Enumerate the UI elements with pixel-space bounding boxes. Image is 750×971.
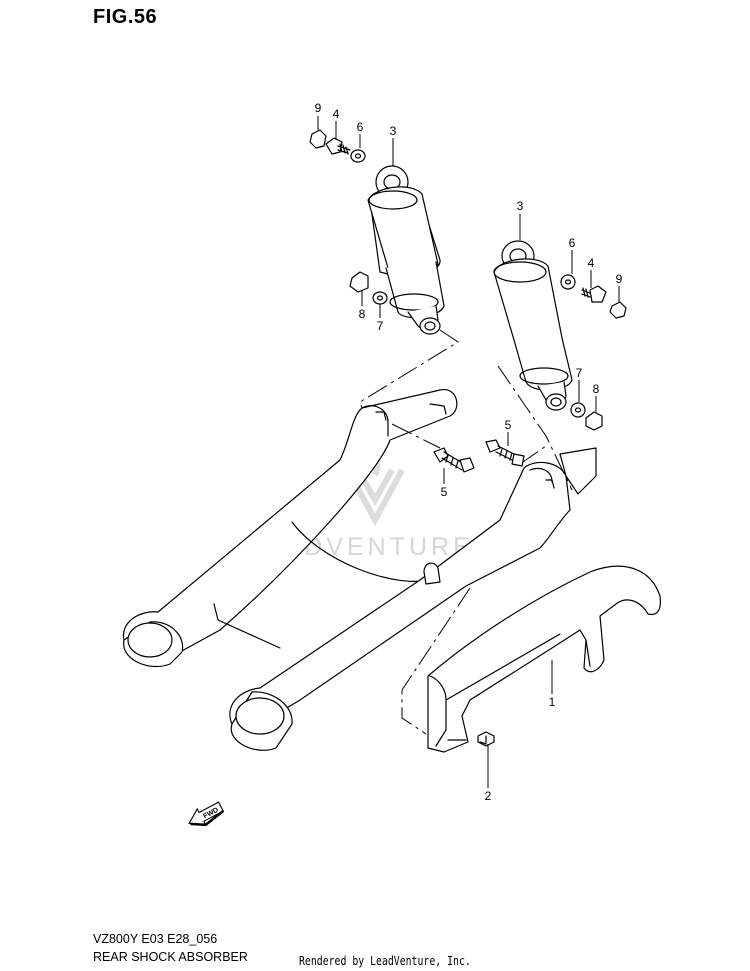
- callout-1-chain-case: 1: [549, 695, 556, 709]
- fwd-label: FWD: [202, 807, 219, 821]
- nut-8-right: [585, 411, 603, 431]
- figure-model-code: VZ800Y E03 E28_056: [93, 932, 218, 946]
- pivot-bolt-right: [485, 439, 525, 467]
- hardware-upper-right: [560, 274, 627, 319]
- callout-3-upper-right: 3: [517, 199, 524, 213]
- hardware-lower-right: [570, 402, 603, 431]
- figure-name: REAR SHOCK ABSORBER: [93, 950, 248, 964]
- render-credit: Rendered by LeadVenture, Inc.: [299, 954, 471, 968]
- assembly-centerlines: [359, 329, 573, 735]
- swingarm: [122, 389, 597, 751]
- hardware-lower-left: [349, 271, 388, 305]
- pivot-bolt-left: [433, 447, 475, 473]
- left-shock-absorber: [367, 165, 445, 335]
- callout-6-upper-right: 6: [569, 236, 576, 250]
- callout-7-right: 7: [576, 366, 583, 380]
- bolt-head-4-right: [589, 285, 607, 303]
- callout-4-upper-left: 4: [333, 107, 340, 121]
- nut-8-left: [349, 271, 369, 293]
- hardware-upper-left: [309, 129, 366, 163]
- callout-4-upper-right: 4: [588, 256, 595, 270]
- callout-9-upper-right: 9: [616, 272, 623, 286]
- callout-9-upper-left: 9: [315, 101, 322, 115]
- callout-5-right: 5: [505, 418, 512, 432]
- callout-6-upper-left: 6: [357, 120, 364, 134]
- callout-3-upper-left: 3: [390, 124, 397, 138]
- callout-5-left: 5: [441, 485, 448, 499]
- callout-leaders: [317, 116, 620, 788]
- chain-case: [427, 565, 661, 753]
- cap-nut-9-right: [609, 301, 627, 319]
- callout-7-left: 7: [377, 319, 384, 333]
- callout-8-right: 8: [593, 382, 600, 396]
- callout-2-screw: 2: [485, 789, 492, 803]
- cap-nut-9-left: [309, 129, 327, 149]
- figure-title: FIG.56: [93, 6, 158, 28]
- right-shock-absorber: [493, 240, 573, 411]
- callout-8-left: 8: [359, 307, 366, 321]
- forward-arrow-icon: FWD: [188, 801, 225, 827]
- chain-case-screw: [477, 731, 495, 747]
- callout-numbers: 9 4 6 3 3 6 4 9 8 7 7 8 5 5 1 2: [315, 101, 623, 803]
